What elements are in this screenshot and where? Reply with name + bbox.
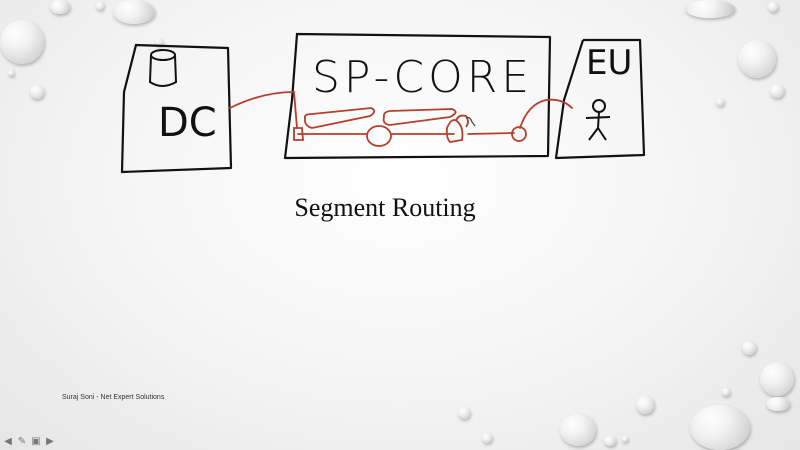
tunnel-tube — [382, 108, 457, 126]
core-to-eu-link — [519, 98, 573, 129]
water-drop-decoration — [96, 2, 104, 10]
next-arrow-icon[interactable]: ▶ — [46, 436, 54, 447]
water-drop-decoration — [155, 38, 163, 46]
water-drop-decoration — [0, 20, 44, 64]
water-drop-decoration — [760, 362, 794, 396]
router-node — [293, 127, 304, 141]
water-drop-decoration — [770, 84, 784, 98]
eu-box — [554, 38, 646, 160]
dc-label: DC — [158, 100, 217, 146]
router-node — [445, 119, 464, 143]
water-drop-decoration — [482, 433, 492, 443]
links — [229, 91, 573, 135]
prev-arrow-icon[interactable]: ◀ — [4, 436, 12, 447]
pen-icon[interactable]: ✎ — [17, 436, 27, 447]
water-drop-decoration — [766, 397, 790, 411]
water-drop-decoration — [742, 341, 756, 355]
router-node — [511, 126, 527, 142]
water-drop-decoration — [636, 396, 654, 414]
dc-to-core-link — [229, 91, 298, 129]
user-figure-icon — [585, 99, 611, 141]
pen-cursor-mark — [465, 116, 476, 127]
water-drop-decoration — [722, 388, 730, 396]
slide-title: Segment Routing — [294, 193, 476, 222]
router-node — [366, 125, 392, 147]
menu-icon[interactable]: ▣ — [31, 436, 41, 447]
sp-core-label: SP-CORE — [312, 52, 533, 103]
water-drop-decoration — [113, 0, 155, 24]
water-drop-decoration — [50, 0, 70, 14]
footer-credit: Suraj Soni - Net Expert Solutions — [62, 394, 165, 401]
water-drop-decoration — [716, 98, 724, 106]
core-nodes — [293, 107, 527, 147]
water-drop-decoration — [690, 405, 750, 450]
tunnel-tube — [303, 107, 376, 129]
water-drop-decoration — [604, 436, 616, 446]
water-drop-decoration — [768, 2, 778, 12]
database-icon — [148, 49, 178, 87]
water-drop-decoration — [458, 407, 470, 419]
water-drop-decoration — [685, 0, 735, 18]
water-drop-decoration — [30, 85, 44, 99]
water-drop-decoration — [8, 70, 14, 76]
tunnel-tube — [455, 114, 469, 128]
slideshow-nav: ◀ ✎ ▣ ▶ — [2, 436, 56, 448]
eu-label: EU — [586, 43, 632, 83]
water-drop-decoration — [560, 414, 596, 446]
water-drop-decoration — [622, 436, 628, 442]
core-bottom-link — [297, 132, 515, 135]
sp-core-box — [283, 32, 552, 160]
dc-box — [120, 43, 233, 174]
water-drop-decoration — [738, 40, 776, 78]
